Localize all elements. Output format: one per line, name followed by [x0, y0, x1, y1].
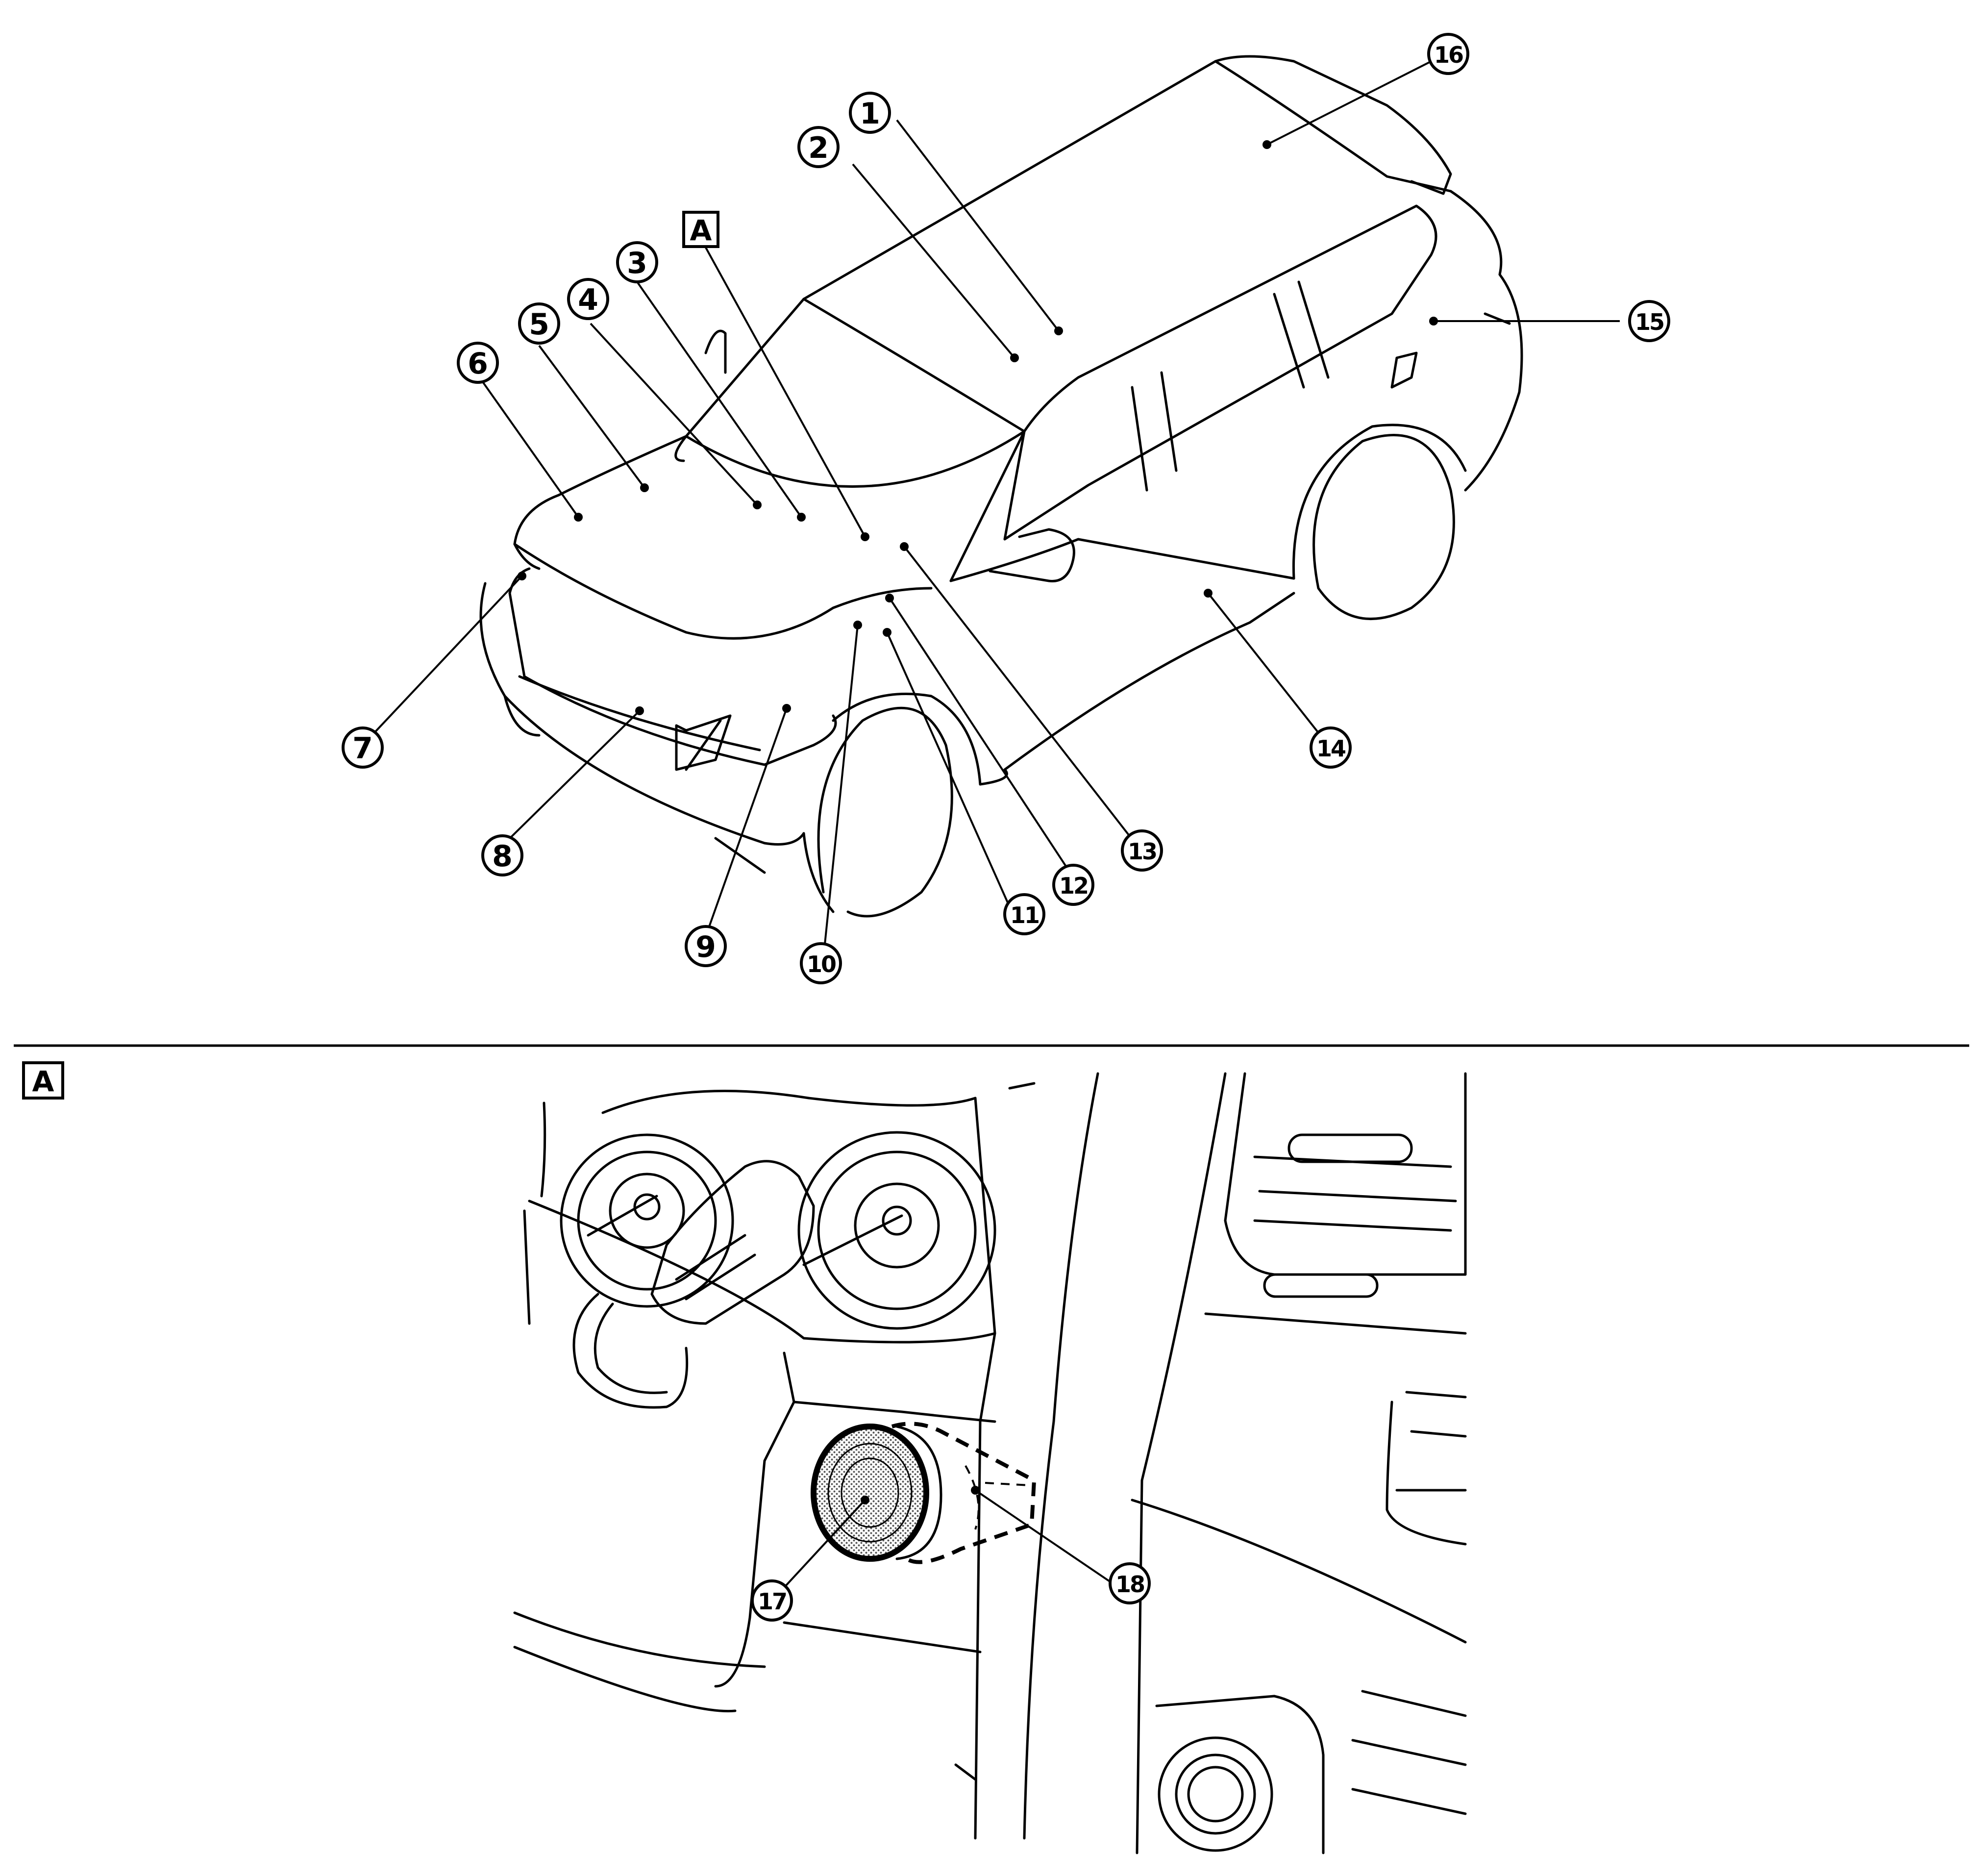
callout-5: 5: [518, 302, 560, 345]
svg-text:12: 12: [1059, 873, 1088, 899]
callout-16: 16: [1427, 33, 1469, 75]
svg-text:13: 13: [1128, 838, 1156, 865]
callout-13: 13: [1121, 829, 1163, 872]
view-label-a-bottom: A: [22, 1061, 64, 1100]
vehicle-side-windows: [1003, 204, 1437, 541]
vehicle-rear-wheel: [1312, 434, 1455, 620]
svg-text:11: 11: [1010, 902, 1039, 928]
leader-17: [773, 1499, 866, 1599]
svg-text:3: 3: [627, 246, 647, 280]
vehicle-roof: [802, 55, 1452, 300]
callout-8: 8: [481, 834, 523, 876]
svg-text:1: 1: [860, 97, 880, 131]
svg-text:A: A: [32, 1065, 54, 1098]
view-label-a-top: A: [682, 211, 719, 248]
callout-3: 3: [616, 241, 658, 283]
svg-text:17: 17: [758, 1588, 786, 1615]
top-leader-dots: [518, 140, 1438, 715]
svg-text:7: 7: [352, 731, 373, 766]
callout-15: 15: [1628, 300, 1670, 342]
leader-18: [974, 1489, 1114, 1584]
svg-text:10: 10: [807, 951, 836, 977]
callout-6: 6: [457, 342, 499, 384]
svg-text:18: 18: [1115, 1571, 1144, 1598]
callout-12: 12: [1052, 864, 1094, 906]
svg-text:15: 15: [1635, 309, 1663, 335]
svg-text:16: 16: [1434, 42, 1463, 68]
callout-9: 9: [685, 925, 727, 967]
callout-18: 18: [1109, 1562, 1151, 1604]
svg-text:14: 14: [1316, 735, 1345, 762]
push-button-ignition-switch: [811, 1422, 1037, 1564]
svg-text:6: 6: [468, 347, 488, 381]
callout-1: 1: [849, 92, 891, 134]
callout-17: 17: [751, 1579, 793, 1622]
top-leader-lines: [362, 53, 1620, 959]
detail-view-dashboard: 17 18: [513, 1072, 1467, 1854]
svg-text:4: 4: [578, 283, 598, 317]
svg-text:A: A: [690, 214, 712, 247]
svg-text:8: 8: [492, 839, 513, 874]
svg-text:9: 9: [695, 930, 716, 964]
callout-4: 4: [567, 278, 609, 320]
svg-text:2: 2: [808, 131, 829, 165]
svg-text:5: 5: [529, 307, 549, 342]
callout-10: 10: [800, 942, 842, 984]
vehicle-windshield: [685, 298, 1026, 488]
vehicle-grille: [508, 592, 837, 766]
callout-2: 2: [797, 126, 840, 168]
vehicle-mirror: [989, 528, 1075, 582]
vehicle-hood: [513, 435, 933, 640]
vehicle-illustration: [479, 55, 1523, 918]
callout-14: 14: [1310, 726, 1352, 769]
callout-7: 7: [342, 726, 384, 769]
vehicle-front-wheel: [817, 706, 953, 918]
callout-11: 11: [1003, 893, 1045, 935]
